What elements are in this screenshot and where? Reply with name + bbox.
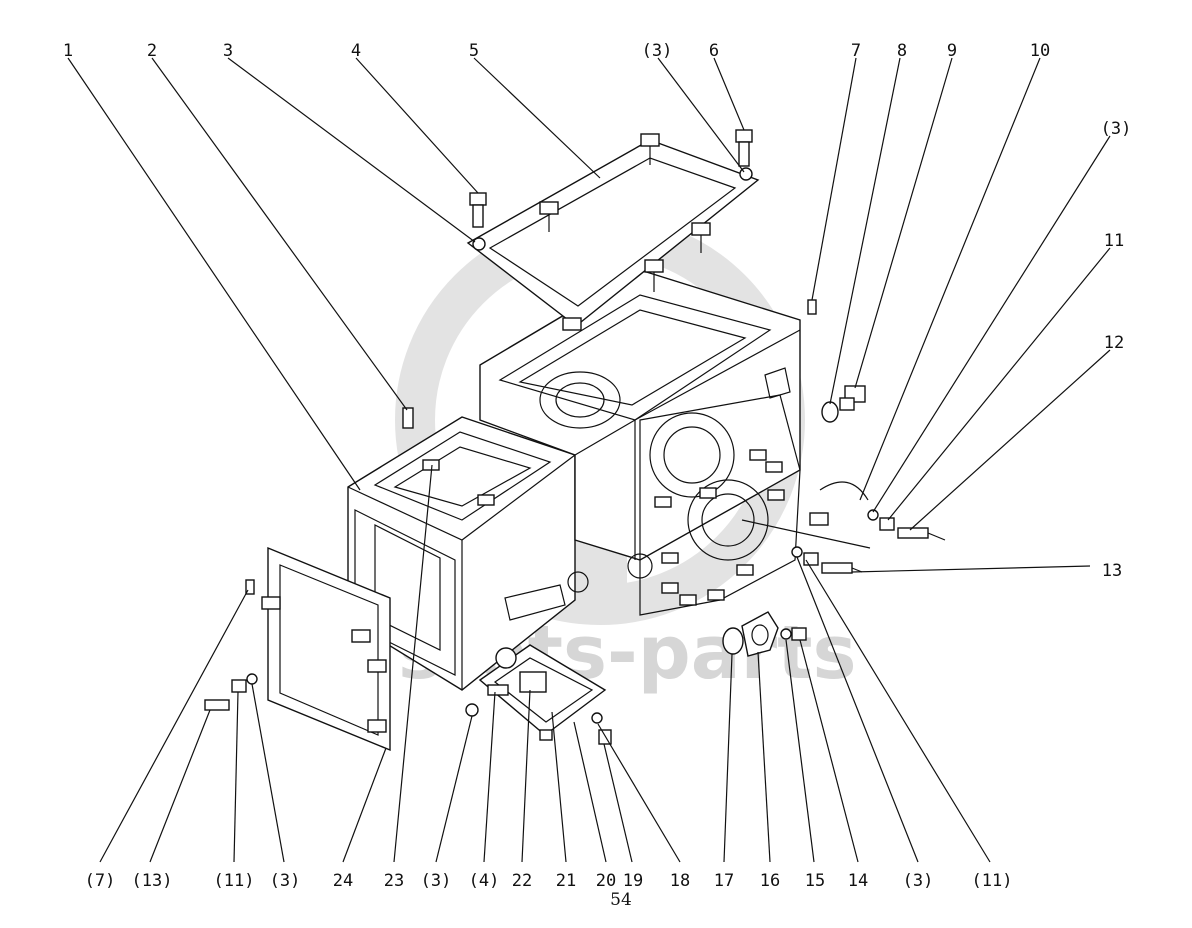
callout-13: 13 xyxy=(1102,561,1122,581)
callout-4: 4 xyxy=(351,41,361,61)
callout-11-ref-b: (11) xyxy=(972,871,1013,891)
callout-3-ref-e: (3) xyxy=(903,871,934,891)
callout-4-ref: (4) xyxy=(469,871,500,891)
callout-12: 12 xyxy=(1104,333,1124,353)
pin-7 xyxy=(807,299,817,315)
callout-10: 10 xyxy=(1030,41,1050,61)
callout-17: 17 xyxy=(714,871,734,891)
side-cover-gasket xyxy=(245,546,391,752)
callout-9: 9 xyxy=(947,41,957,61)
callout-11: 11 xyxy=(1104,231,1124,251)
top-cover-gasket xyxy=(466,133,760,331)
callout-20: 20 xyxy=(596,871,616,891)
housing-studs xyxy=(422,449,785,606)
gearbox-housing xyxy=(347,269,801,691)
callout-15: 15 xyxy=(805,871,825,891)
callout-16: 16 xyxy=(760,871,780,891)
callout-11-ref-a: (11) xyxy=(214,871,255,891)
callout-13-ref: (13) xyxy=(132,871,173,891)
page-number: 54 xyxy=(610,890,632,910)
callout-6: 6 xyxy=(709,41,719,61)
callout-2: 2 xyxy=(147,41,157,61)
leader-lines xyxy=(67,57,1111,863)
bolt-4 xyxy=(469,192,487,251)
top-callout-labels: 1 2 3 4 5 (3) 6 7 8 9 10 (3) 11 12 xyxy=(63,41,1131,353)
bottom-right-parts xyxy=(722,611,807,657)
right-fittings xyxy=(741,481,946,574)
plug-9 xyxy=(839,385,866,411)
callout-3: 3 xyxy=(223,41,233,61)
callout-14: 14 xyxy=(848,871,868,891)
callout-21: 21 xyxy=(556,871,576,891)
callout-23: 23 xyxy=(384,871,404,891)
callout-5: 5 xyxy=(469,41,479,61)
callout-8: 8 xyxy=(897,41,907,61)
callout-3-ref-b: (3) xyxy=(1101,119,1132,139)
callout-3-ref-a: (3) xyxy=(642,41,673,61)
left-loose-parts xyxy=(204,673,258,711)
callout-18: 18 xyxy=(670,871,690,891)
callout-22: 22 xyxy=(512,871,532,891)
callout-7: 7 xyxy=(851,41,861,61)
callout-3-ref-c: (3) xyxy=(270,871,301,891)
bottom-callout-labels: (7) (13) (11) (3) 24 23 (3) (4) 22 21 20… xyxy=(85,871,1013,891)
right-callout-labels: 13 xyxy=(1102,561,1122,581)
washer-8 xyxy=(821,401,839,423)
pin-2 xyxy=(402,407,414,429)
callout-19: 19 xyxy=(623,871,643,891)
callout-7-ref: (7) xyxy=(85,871,116,891)
callout-3-ref-d: (3) xyxy=(421,871,452,891)
callout-24: 24 xyxy=(333,871,353,891)
bottom-cover xyxy=(465,644,612,745)
callout-1: 1 xyxy=(63,41,73,61)
